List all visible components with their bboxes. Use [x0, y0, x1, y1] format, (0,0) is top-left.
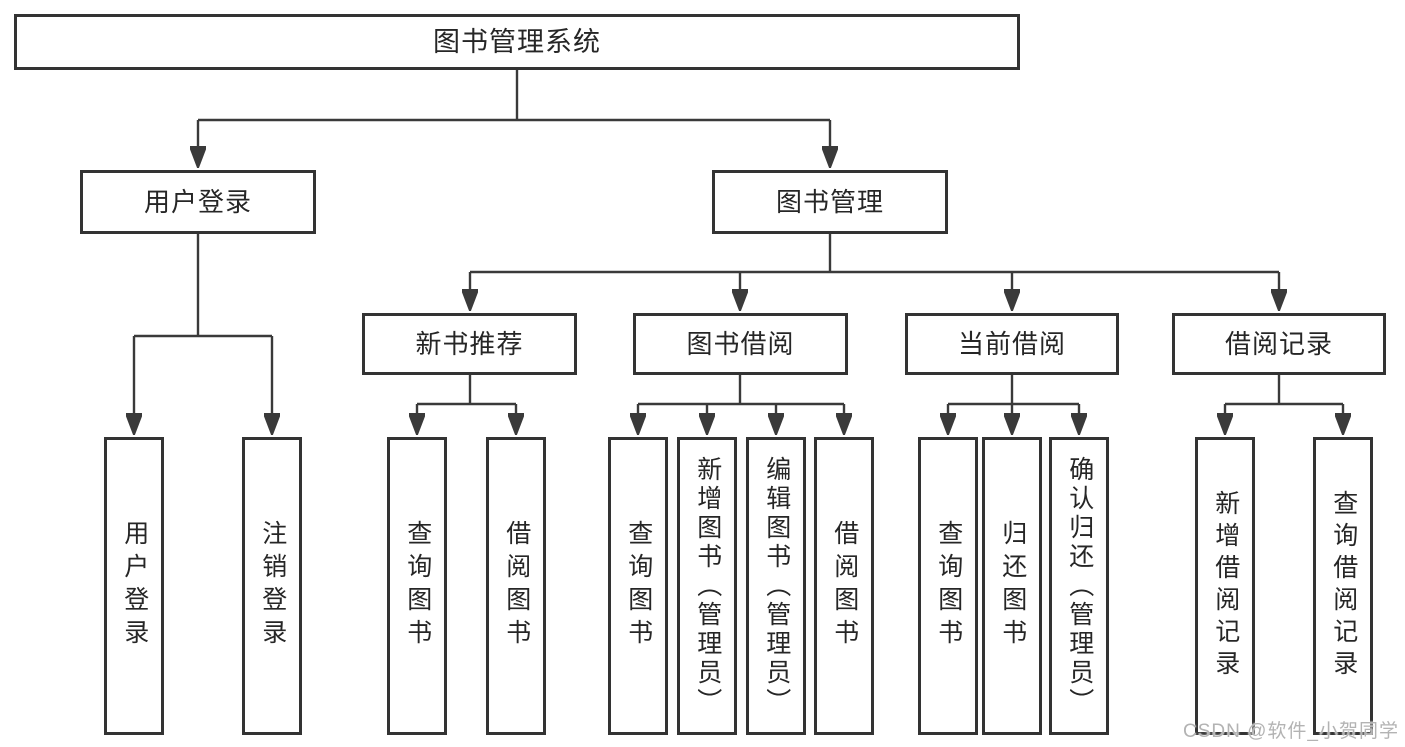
node-label: 当前借阅: [957, 329, 1066, 359]
csdn-watermark: CSDN @软件_小贺同学: [1183, 721, 1399, 742]
leaf-return-book: 归还图书: [982, 437, 1042, 735]
node-label: 借阅图书: [502, 520, 531, 652]
leaf-logout-login: 注销登录: [242, 437, 302, 735]
node-label: 新书推荐: [415, 329, 524, 359]
node-label: 编辑图书（管理员）: [762, 455, 791, 717]
node-label: 查询图书: [934, 520, 963, 652]
leaf-confirm-return-admin: 确认归还（管理员）: [1049, 437, 1109, 735]
node-label: 查询借阅记录: [1329, 490, 1358, 682]
node-label: 图书借阅: [686, 329, 795, 359]
node-label: 借阅图书: [830, 520, 859, 652]
leaf-edit-book-admin: 编辑图书（管理员）: [746, 437, 806, 735]
node-borrow-records: 借阅记录: [1172, 313, 1386, 375]
node-label: 借阅记录: [1224, 329, 1333, 359]
node-label: 归还图书: [998, 520, 1027, 652]
node-label: 图书管理系统: [433, 26, 601, 57]
leaf-add-borrow-record: 新增借阅记录: [1195, 437, 1255, 735]
node-label: 确认归还（管理员）: [1065, 455, 1094, 717]
node-label: 用户登录: [143, 187, 252, 217]
leaf-add-book-admin: 新增图书（管理员）: [677, 437, 737, 735]
leaf-borrow-books-borrow: 借阅图书: [814, 437, 874, 735]
leaf-query-borrow-record: 查询借阅记录: [1313, 437, 1373, 735]
node-label: 查询图书: [624, 520, 653, 652]
node-label: 注销登录: [258, 520, 287, 652]
node-new-book-recommend: 新书推荐: [362, 313, 577, 375]
node-user-login: 用户登录: [80, 170, 316, 234]
leaf-user-login: 用户登录: [104, 437, 164, 735]
node-label: 新增借阅记录: [1211, 490, 1240, 682]
node-library-management-system: 图书管理系统: [14, 14, 1020, 70]
node-label: 新增图书（管理员）: [693, 455, 722, 717]
node-label: 图书管理: [775, 187, 884, 217]
node-book-management: 图书管理: [712, 170, 948, 234]
leaf-query-books-newbook: 查询图书: [387, 437, 447, 735]
leaf-borrow-books-newbook: 借阅图书: [486, 437, 546, 735]
leaf-query-books-borrow: 查询图书: [608, 437, 668, 735]
node-current-borrow: 当前借阅: [905, 313, 1119, 375]
node-book-borrow: 图书借阅: [633, 313, 848, 375]
node-label: 用户登录: [120, 520, 149, 652]
node-label: 查询图书: [403, 520, 432, 652]
leaf-query-books-current: 查询图书: [918, 437, 978, 735]
